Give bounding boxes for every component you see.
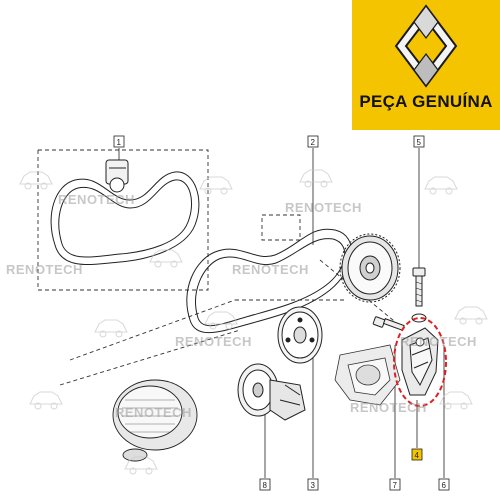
callout-label: 8: [263, 481, 268, 490]
callout-4-box: [411, 448, 423, 461]
genuine-part-badge: PEÇA GENUÍNA: [352, 0, 500, 130]
watermark-text: RENOTECH: [232, 262, 309, 277]
alternator: [112, 379, 198, 462]
frame-tensioner-small: [261, 214, 301, 241]
water-pump-pulley: [277, 306, 323, 364]
watermark-text: RENOTECH: [175, 334, 252, 349]
callout-3: 3: [307, 478, 319, 491]
watermarks: RENOTECH RENOTECH RENOTECH RENOTECH RENO…: [6, 192, 477, 420]
accessory-belt-1: [50, 171, 200, 266]
callout-label: 1: [117, 138, 122, 147]
bolt-7: [372, 316, 405, 331]
callout-label: 5: [417, 138, 422, 147]
callout-7: 7: [389, 478, 401, 491]
callout-2: 2: [307, 135, 319, 148]
callout-label: 2: [311, 138, 316, 147]
dash-line-d: [319, 259, 406, 331]
watermark-text: RENOTECH: [400, 334, 477, 349]
water-pump: [237, 363, 306, 421]
engine-bracket: [334, 344, 401, 406]
frame-belt-1: [37, 149, 209, 291]
washer: [411, 313, 427, 323]
watermark-car-icons: [19, 169, 488, 475]
highlight-outline: [393, 317, 447, 407]
renault-diamond-logo: [394, 4, 458, 88]
dash-line-b: [59, 329, 241, 386]
callout-label: 7: [393, 481, 398, 490]
callout-label: 3: [311, 481, 316, 490]
callout-markers: 1 2 5 8 3 7 4 6: [113, 135, 450, 491]
tensioner-4: [401, 327, 439, 396]
accessory-belt-2: [186, 228, 352, 334]
callout-1: 1: [113, 135, 125, 148]
belt-tensioner-1: [105, 159, 129, 193]
watermark-text: RENOTECH: [350, 400, 427, 415]
callout-label: 4: [415, 451, 420, 460]
watermark-text: RENOTECH: [115, 405, 192, 420]
callout-8: 8: [259, 478, 271, 491]
dash-line-a: [69, 299, 236, 361]
crankshaft-pulley: [339, 233, 401, 303]
watermark-text: RENOTECH: [6, 262, 83, 277]
callout-5: 5: [413, 135, 425, 148]
callout-6: 6: [438, 478, 450, 491]
callout-4: 4: [411, 448, 423, 461]
badge-text: PEÇA GENUÍNA: [359, 92, 493, 111]
watermark-text: RENOTECH: [285, 200, 362, 215]
bolt-5: [412, 267, 426, 307]
callout-label: 6: [442, 481, 447, 490]
watermark-text: RENOTECH: [58, 192, 135, 207]
